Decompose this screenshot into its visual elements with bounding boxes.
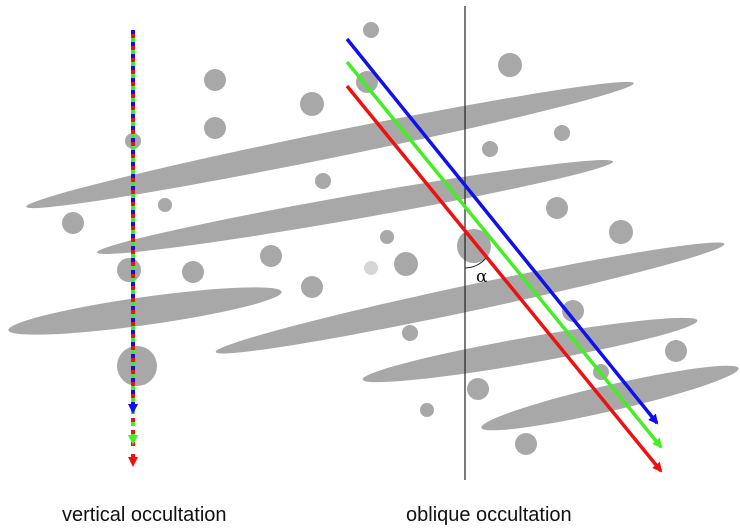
elongated-particles bbox=[8, 81, 739, 431]
round-particle bbox=[665, 340, 687, 362]
round-particle bbox=[562, 300, 584, 322]
round-particle bbox=[315, 173, 331, 189]
elongated-particle bbox=[215, 242, 725, 354]
round-particle bbox=[609, 220, 633, 244]
elongated-particle bbox=[481, 365, 739, 431]
round-particle bbox=[402, 325, 418, 341]
round-particle bbox=[498, 53, 522, 77]
round-particle bbox=[420, 403, 434, 417]
round-particle bbox=[364, 261, 378, 275]
round-particle bbox=[356, 71, 378, 93]
elongated-particle bbox=[362, 317, 698, 383]
elongated-particle bbox=[26, 81, 634, 209]
elongated-particle bbox=[96, 159, 614, 255]
round-particle bbox=[158, 198, 172, 212]
round-particle bbox=[117, 346, 157, 386]
caption-oblique-occultation: oblique occultation bbox=[406, 504, 572, 526]
round-particle bbox=[260, 245, 282, 267]
round-particle bbox=[554, 125, 570, 141]
oblique-ray-blue bbox=[345, 37, 659, 425]
round-particle bbox=[300, 92, 324, 116]
round-particle bbox=[515, 433, 537, 455]
angle-label: α bbox=[476, 267, 488, 287]
round-particle bbox=[467, 378, 489, 400]
round-particle bbox=[62, 212, 84, 234]
round-particle bbox=[482, 141, 498, 157]
angle-arc bbox=[464, 257, 487, 269]
caption-vertical-occultation: vertical occultation bbox=[62, 504, 227, 526]
elongated-particle bbox=[8, 287, 282, 335]
round-particle bbox=[363, 22, 379, 38]
oblique-rays bbox=[345, 37, 663, 473]
round-particle bbox=[182, 261, 204, 283]
round-particle bbox=[204, 69, 226, 91]
round-particle bbox=[380, 230, 394, 244]
oblique-ray-red bbox=[345, 84, 663, 473]
round-particles bbox=[62, 22, 687, 455]
oblique-ray-green bbox=[345, 60, 663, 449]
round-particle bbox=[546, 197, 568, 219]
round-particle bbox=[301, 276, 323, 298]
round-particle bbox=[394, 252, 418, 276]
round-particle bbox=[204, 117, 226, 139]
round-particle bbox=[117, 258, 141, 282]
